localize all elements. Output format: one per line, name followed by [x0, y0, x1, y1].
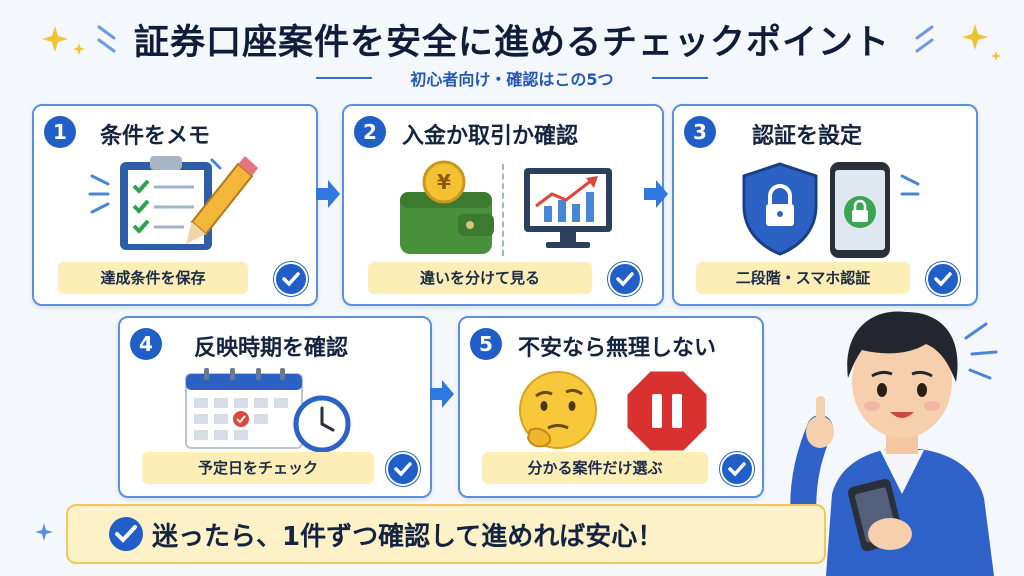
smartphone-lock-icon — [830, 162, 890, 258]
sparkle-icon — [42, 26, 68, 52]
step-note: 違いを分けて見る — [368, 262, 592, 294]
step-title: 反映時期を確認 — [194, 336, 349, 361]
subtitle-divider — [652, 77, 708, 79]
check-icon — [274, 262, 308, 296]
step-title: 入金か取引か確認 — [402, 124, 579, 149]
arrow-right-icon — [430, 380, 454, 408]
dash-decoration-icon — [97, 25, 116, 53]
yen-symbol: ¥ — [437, 170, 451, 194]
arrow-right-icon — [644, 180, 668, 208]
step-card-3: 3 認証を設定 二段階・スマホ認証 — [672, 104, 978, 306]
summary-banner: 迷ったら、1件ずつ確認して進めれば安心！ — [66, 504, 826, 564]
sparkle-icon — [962, 24, 988, 50]
subtitle-row: 初心者向け・確認はこの5つ — [290, 66, 734, 89]
clipboard-icon — [88, 156, 258, 250]
subtitle-divider — [316, 77, 372, 79]
chart-monitor-icon — [524, 168, 612, 248]
step-card-5: 5 不安なら無理しない 分かる案件だけ選ぶ — [458, 316, 764, 498]
step-card-1: 1 条件をメモ 達成条件を保存 — [32, 104, 318, 306]
step-number-badge: 4 — [130, 328, 162, 360]
divider — [502, 164, 504, 256]
page-subtitle: 初心者向け・確認はこの5つ — [410, 70, 614, 89]
check-icon — [926, 262, 960, 296]
shield-lock-icon — [742, 162, 818, 256]
arrow-right-icon — [316, 180, 340, 208]
step-number-badge: 2 — [354, 116, 386, 148]
step-title: 認証を設定 — [752, 124, 863, 149]
step-number-badge: 3 — [684, 116, 716, 148]
check-icon — [386, 452, 420, 486]
step-number-badge: 5 — [470, 328, 502, 360]
step-note: 予定日をチェック — [142, 452, 374, 484]
step-card-4: 4 反映時期を確認 予定日をチェック — [118, 316, 432, 498]
sparkle-icon — [73, 43, 85, 55]
step-title: 不安なら無理しない — [518, 336, 717, 361]
wallet-icon: ¥ — [400, 160, 494, 254]
check-icon — [109, 517, 143, 551]
summary-message: 迷ったら、1件ずつ確認して進めれば安心！ — [152, 522, 664, 552]
step-note: 二段階・スマホ認証 — [696, 262, 910, 294]
check-icon — [720, 452, 754, 486]
step-number-badge: 1 — [44, 116, 76, 148]
stop-sign-icon — [624, 368, 710, 454]
step-card-2: 2 入金か取引か確認 ¥ 違いを分けて見る — [342, 104, 664, 306]
calendar-clock-icon — [185, 368, 351, 452]
check-icon — [608, 262, 642, 296]
thinking-face-icon — [519, 371, 597, 449]
dash-decoration-icon — [900, 174, 920, 196]
page-title: 証券口座案件を安全に進めるチェックポイント — [133, 23, 890, 63]
step-note: 達成条件を保存 — [58, 262, 248, 294]
sparkle-icon — [35, 523, 53, 541]
step-note: 分かる案件だけ選ぶ — [482, 452, 708, 484]
dash-decoration-icon — [915, 25, 934, 53]
sparkle-icon — [991, 51, 1001, 61]
step-title: 条件をメモ — [100, 124, 211, 149]
character-illustration — [790, 311, 998, 576]
